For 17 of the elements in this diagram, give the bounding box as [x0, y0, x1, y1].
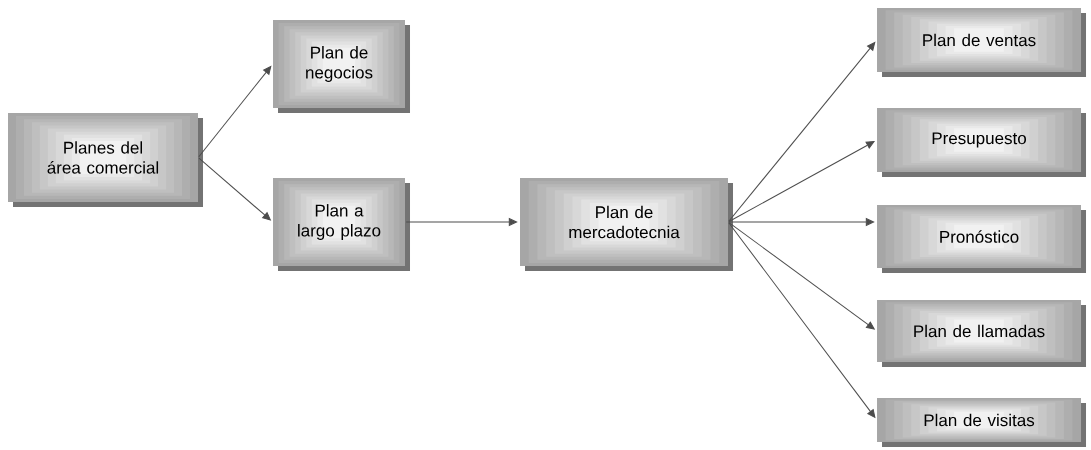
process-box: Presupuesto	[877, 108, 1086, 177]
process-box: Pronóstico	[877, 205, 1086, 273]
process-box: Plan de llamadas	[877, 300, 1086, 367]
arrow	[728, 42, 876, 222]
arrow	[728, 218, 875, 226]
arrow	[198, 157, 271, 221]
process-box: Plan de mercadotecnia	[520, 178, 733, 271]
process-box: Plan a largo plazo	[273, 178, 410, 271]
arrow	[728, 222, 876, 418]
process-box: Planes del área comercial	[8, 113, 203, 207]
process-box: Plan de negocios	[273, 20, 410, 113]
arrow	[728, 141, 875, 222]
arrow	[728, 222, 875, 330]
process-box: Plan de ventas	[877, 8, 1086, 77]
arrow	[405, 218, 518, 226]
process-box: Plan de visitas	[877, 398, 1086, 447]
arrow	[198, 66, 272, 158]
